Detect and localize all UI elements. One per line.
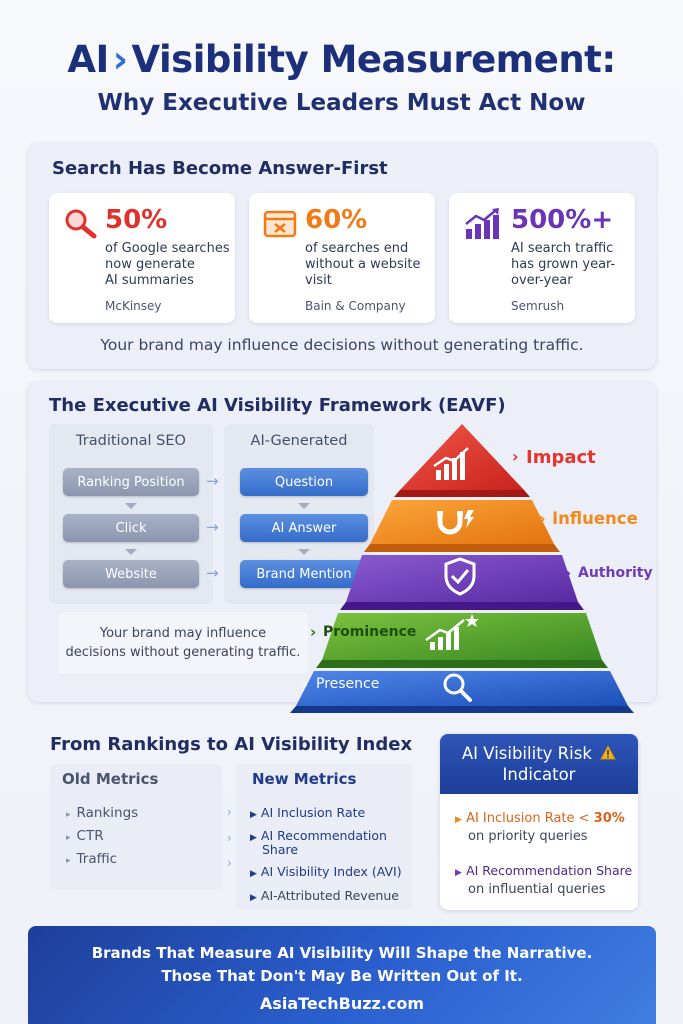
risk-item-inclusion-sub: on priority queries (468, 829, 588, 844)
risk-item-recommendation-sub: on influential queries (468, 882, 606, 897)
stat-card-ai-traffic: 500%+ AI search traffic has grown year- … (449, 193, 635, 323)
pyramid-tier-prominence (316, 613, 608, 668)
risk-title-line1: AI Visibility Risk (461, 744, 592, 763)
stat-value: 50% (105, 205, 168, 235)
tier-label-influence: Influence (552, 509, 638, 528)
tier-label-presence: Presence (316, 676, 380, 692)
bullet-icon: ▶ (455, 815, 462, 825)
tier-label-impact: Impact (526, 447, 596, 468)
stat-source: Bain & Company (305, 299, 406, 313)
new-metric-item: ▶AI Inclusion Rate (250, 805, 366, 821)
stat-desc-1: of Google searches (105, 241, 230, 256)
warning-icon (600, 744, 616, 760)
website-step: Website (63, 560, 199, 588)
stat-desc-2: without a website (305, 257, 421, 272)
new-metric-item-cont: Share (262, 842, 299, 857)
right-arrow-icon: → (206, 564, 219, 582)
chevron-right-icon: › (565, 564, 572, 582)
stat-desc-1: AI search traffic (511, 241, 614, 256)
right-arrow-icon: → (206, 518, 219, 536)
title-main: Visibility Measurement: (131, 38, 617, 81)
risk-indicator-header: AI Visibility Risk Indicator (440, 734, 638, 794)
pyramid-tier-presence (290, 671, 634, 713)
visibility-pyramid (290, 424, 634, 713)
eavf-note-line1: Your brand may influence (99, 626, 267, 641)
answer-first-note: Your brand may influence decisions witho… (100, 336, 584, 354)
risk-indicator-card: AI Visibility Risk Indicator (440, 734, 638, 910)
stat-desc-2: has grown year- (511, 257, 616, 272)
footer-site: AsiaTechBuzz.com (259, 994, 425, 1013)
ai-answer-step: AI Answer (240, 514, 368, 542)
pyramid-tier-authority (340, 555, 584, 610)
stat-desc-3: over-year (511, 273, 573, 288)
chevron-right-icon: › (310, 623, 317, 641)
chevron-right-icon: › (512, 447, 519, 466)
stat-desc-3: AI summaries (105, 273, 194, 288)
chevron-right-icon: › (539, 509, 546, 528)
growth-bars-icon (433, 447, 469, 480)
stat-desc-1: of searches end (305, 241, 409, 256)
risk-item-inclusion: ▶ AI Inclusion Rate < 30% (455, 811, 625, 826)
new-metrics-header: New Metrics (252, 770, 357, 788)
stat-source: McKinsey (105, 299, 162, 313)
bullet-icon: ▶ (455, 868, 462, 878)
ai-generated-header: AI-Generated (250, 433, 348, 449)
stat-desc-3: visit (305, 273, 332, 288)
page-subtitle: Why Executive Leaders Must Act Now (97, 90, 586, 116)
footer-line2: Those That Don't May Be Written Out of I… (161, 967, 523, 985)
stat-card-zero-click: 60% of searches end without a website vi… (249, 193, 435, 323)
risk-title-line2: Indicator (502, 765, 576, 784)
old-metrics-column: Old Metrics (50, 764, 222, 890)
stat-value: 60% (305, 205, 368, 235)
right-arrow-icon: › (227, 805, 232, 819)
magnet-icon (437, 510, 474, 535)
down-arrow-icon (298, 549, 310, 555)
click-step: Click (63, 514, 199, 542)
stat-card-google: 50% of Google searches now generate AI s… (49, 193, 235, 323)
stat-desc-2: now generate (105, 257, 195, 272)
brand-mention-step: Brand Mention (240, 560, 368, 588)
browser-window-icon (263, 210, 297, 238)
shield-check-icon (444, 557, 476, 596)
footer-banner (28, 926, 656, 1024)
pyramid-tier-impact (394, 424, 530, 497)
metrics-title: From Rankings to AI Visibility Index (50, 734, 413, 755)
new-metric-item: ▶AI Visibility Index (AVI) (250, 864, 402, 880)
old-metric-item: ▸CTR (66, 828, 104, 844)
right-arrow-icon: › (227, 831, 232, 845)
new-metric-item: ▶AI Recommendation (250, 828, 387, 844)
new-metrics-column: New Metrics (236, 764, 412, 910)
traditional-seo-header: Traditional SEO (76, 433, 186, 449)
down-arrow-icon (298, 503, 310, 509)
growth-chart-icon (465, 208, 499, 239)
old-metric-item: ▸Traffic (66, 851, 118, 867)
magnifier-icon (65, 209, 97, 239)
right-arrow-icon: › (227, 856, 232, 870)
tier-label-authority: Authority (578, 565, 653, 581)
ranking-position-step: Ranking Position (63, 468, 199, 496)
eavf-note: Your brand may influence decisions witho… (58, 612, 308, 674)
eavf-title: The Executive AI Visibility Framework (E… (49, 395, 506, 416)
rising-chart-star-icon (425, 614, 479, 650)
magnifier-icon (443, 673, 472, 702)
stat-value: 500%+ (511, 205, 614, 235)
eavf-note-line2: decisions without generating traffic. (65, 645, 301, 660)
title-ai-word: AI (67, 38, 109, 81)
tier-label-prominence: Prominence (323, 624, 417, 640)
pyramid-tier-influence (364, 500, 560, 552)
page-title: AI›Visibility Measurement: (0, 38, 683, 81)
stat-source: Semrush (511, 299, 565, 313)
down-arrow-icon (125, 503, 137, 509)
risk-item-recommendation: ▶ AI Recommendation Share (455, 863, 633, 878)
old-metric-item: ▸Rankings (66, 805, 139, 821)
footer-line1: Brands That Measure AI Visibility Will S… (91, 944, 593, 962)
chevron-right-icon: › (302, 675, 309, 693)
question-step: Question (240, 468, 368, 496)
chevron-right-icon: › (112, 38, 128, 81)
new-metric-item: ▶AI-Attributed Revenue (250, 888, 399, 904)
right-arrow-icon: → (206, 472, 219, 490)
down-arrow-icon (125, 549, 137, 555)
answer-first-title: Search Has Become Answer-First (52, 158, 388, 179)
old-metrics-header: Old Metrics (62, 770, 159, 788)
